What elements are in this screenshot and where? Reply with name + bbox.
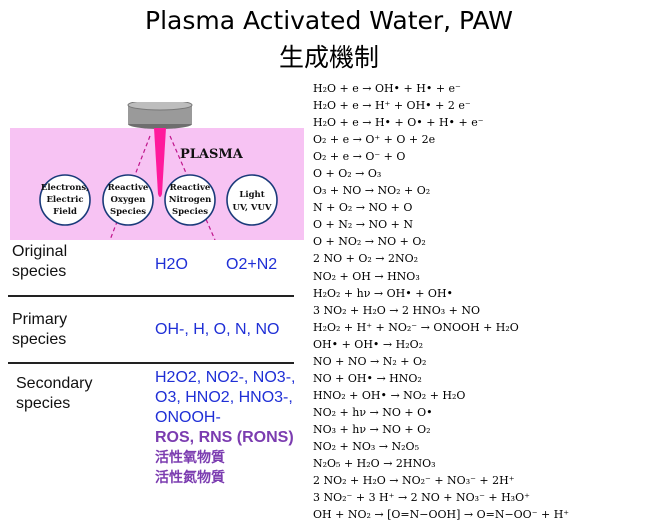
circle-rns: Reactive Nitrogen Species [164,174,216,226]
circle-text: Reactive [170,183,211,193]
original-species-o2n2: O2+N2 [226,256,278,273]
secondary-species-line-3: ONOOH- [155,409,221,426]
reaction-list: H₂O + e → OH• + H• + e⁻ H₂O + e → H⁺ + O… [313,80,653,523]
reaction-equation: NO₂ + OH → HNO₃ [313,269,420,283]
reaction-equation: H₂O + e → H• + O• + H• + e⁻ [313,116,484,130]
circle-electrons: Electrons, Electric Field [39,174,91,226]
page-title: Plasma Activated Water, PAW [145,6,513,35]
ros-chinese-label: 活性氧物質 [155,450,225,466]
primary-species-value: OH-, H, O, N, NO [155,321,280,338]
reaction-equation: O + N₂ → NO + N [313,218,413,232]
reaction-equation: O₃ + NO → NO₂ + O₂ [313,184,431,198]
secondary-species-label-2: species [16,395,71,412]
circle-text: Species [110,207,146,217]
secondary-species-label-1: Secondary [16,375,93,392]
reaction-equation: H₂O₂ + H⁺ + NO₂⁻ → ONOOH + H₂O [313,320,519,334]
circle-text: Oxygen [111,195,146,205]
primary-species-label-2: species [12,331,67,348]
circle-text: Light [239,190,264,200]
secondary-species-line-2: O3, HNO2, HNO3-, [155,389,293,406]
reaction-equation: O₂ + e → O⁻ + O [313,150,406,164]
reaction-equation: 3 NO₂ + H₂O → 2 HNO₃ + NO [313,303,480,317]
reaction-equation: N₂O₅ + H₂O → 2HNO₃ [313,457,436,471]
original-species-label-2: species [12,263,67,280]
reaction-equation: O + O₂ → O₃ [313,167,382,181]
plasma-label: PLASMA [180,147,244,162]
reaction-equation: 3 NO₂⁻ + 3 H⁺ → 2 NO + NO₃⁻ + H₃O⁺ [313,491,530,505]
circle-text: Species [172,207,208,217]
plasma-jet [154,128,166,197]
circle-ros: Reactive Oxygen Species [102,174,154,226]
circle-text: Field [53,207,77,217]
reaction-equation: H₂O + e → OH• + H• + e⁻ [313,82,461,95]
rons-label: ROS, RNS (RONS) [155,429,294,446]
reaction-equation: O₂ + e → O⁺ + O + 2e [313,133,436,147]
page-subtitle: 生成機制 [278,43,379,72]
reaction-equation: O + NO₂ → NO + O₂ [313,235,426,249]
circle-text: Nitrogen [169,195,212,205]
reaction-equation: H₂O + e → H⁺ + OH• + 2 e⁻ [313,99,471,113]
secondary-species-line-1: H2O2, NO2-, NO3-, [155,369,296,386]
reaction-equation: H₂O₂ + hν → OH• + OH• [313,286,454,300]
reaction-equation: NO + NO → N₂ + O₂ [313,354,427,368]
reaction-equation: NO₂ + NO₃ → N₂O₅ [313,439,419,453]
divider [8,295,294,297]
divider [8,362,294,364]
circle-text: Reactive [108,183,149,193]
reaction-equation: OH + NO₂ → [O=N−OOH] → O=N−OO⁻ + H⁺ [313,508,570,522]
circle-text: UV, VUV [232,203,271,213]
rns-chinese-label: 活性氮物質 [155,470,225,486]
reaction-equation: 2 NO + O₂ → 2NO₂ [313,252,419,266]
electrode-top [127,102,193,111]
reaction-equation: 2 NO₂ + H₂O → NO₂⁻ + NO₃⁻ + 2H⁺ [313,474,515,488]
original-species-h2o: H2O [155,256,188,273]
reaction-equation: OH• + OH• → H₂O₂ [313,337,424,351]
plasma-diagram: PLASMA Electrons, Electric Field Reactiv… [10,102,304,240]
reaction-equation: NO₃ + hν → NO + O₂ [313,422,431,436]
original-species-label-1: Original [12,243,68,260]
reaction-equation: HNO₂ + OH• → NO₂ + H₂O [313,388,466,402]
circle-text: Electric [46,195,83,205]
primary-species-label-1: Primary [12,311,68,328]
circle-text: Electrons, [41,183,89,193]
reaction-equation: NO + OH• → HNO₂ [313,371,422,385]
reaction-equation: N + O₂ → NO + O [313,201,413,215]
circle-light: Light UV, VUV [226,174,278,226]
reaction-equation: NO₂ + hν → NO + O• [313,405,433,419]
